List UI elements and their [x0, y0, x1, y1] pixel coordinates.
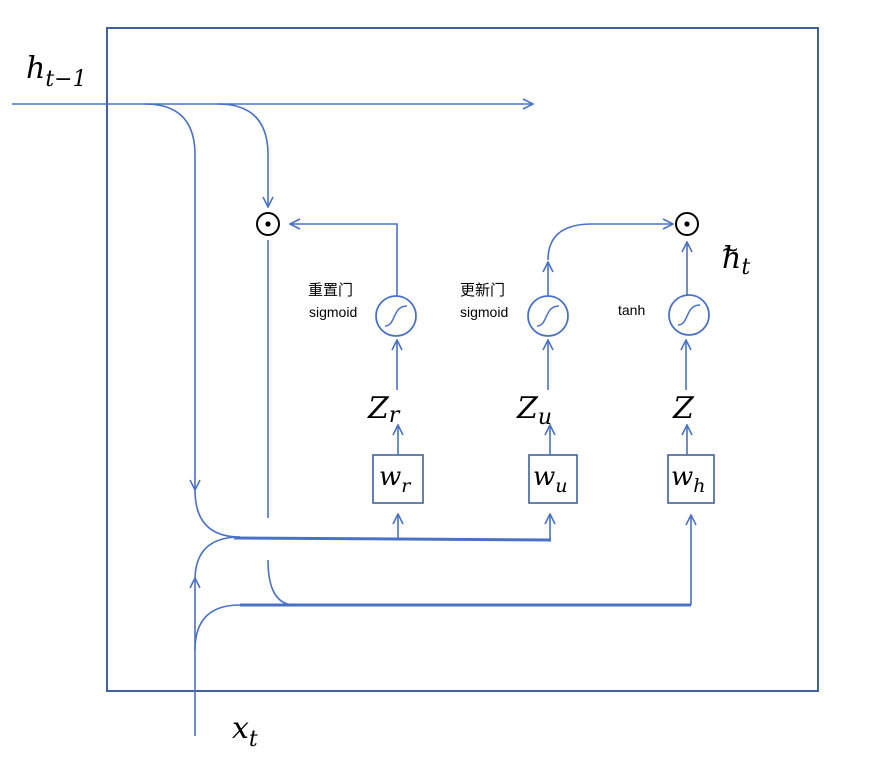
z-label: Z — [672, 391, 695, 426]
h-prev-bus-curve — [194, 489, 241, 538]
update-gate-sigmoid-icon — [527, 295, 569, 337]
zr-label: Zr — [367, 391, 401, 428]
wr-box — [372, 454, 424, 504]
wr-label: wr — [379, 462, 412, 497]
h-prev-branch-to-bus — [144, 103, 195, 490]
candidate-activation: tanh — [618, 302, 645, 318]
wu-box — [528, 454, 578, 504]
reset-gate-sigmoid-icon — [375, 295, 417, 337]
x-to-lower-bus-curve — [194, 604, 241, 651]
reset-gate-activation: sigmoid — [309, 304, 357, 320]
wh-box — [667, 454, 715, 504]
reset-to-lower-bus-curve — [267, 559, 296, 606]
wu-label: wu — [533, 462, 568, 497]
tanh-gate-sigmoid-icon — [668, 294, 710, 336]
h-tilde-label: ht — [722, 241, 750, 280]
update-mult-hadamard-icon — [675, 212, 699, 236]
upper-bus — [233, 536, 552, 542]
wh-label: wh — [671, 462, 706, 497]
update-gate-to-mult — [547, 224, 673, 261]
x-t-label: xt — [232, 711, 258, 752]
x-to-upper-bus-curve — [194, 536, 241, 581]
reset-mult-hadamard-icon — [256, 212, 280, 236]
zu-label: Zu — [516, 391, 552, 430]
update-gate-activation: sigmoid — [460, 304, 508, 320]
reset-gate-name: 重置门 — [308, 281, 353, 299]
update-gate-name: 更新门 — [460, 281, 505, 299]
reset-gate-to-mult — [290, 224, 398, 296]
h-prev-label: ht−1 — [26, 51, 87, 92]
h-tilde-accent: ~ — [721, 238, 739, 263]
cell-frame — [106, 27, 819, 692]
h-prev-branch-to-reset-mult — [217, 103, 268, 207]
